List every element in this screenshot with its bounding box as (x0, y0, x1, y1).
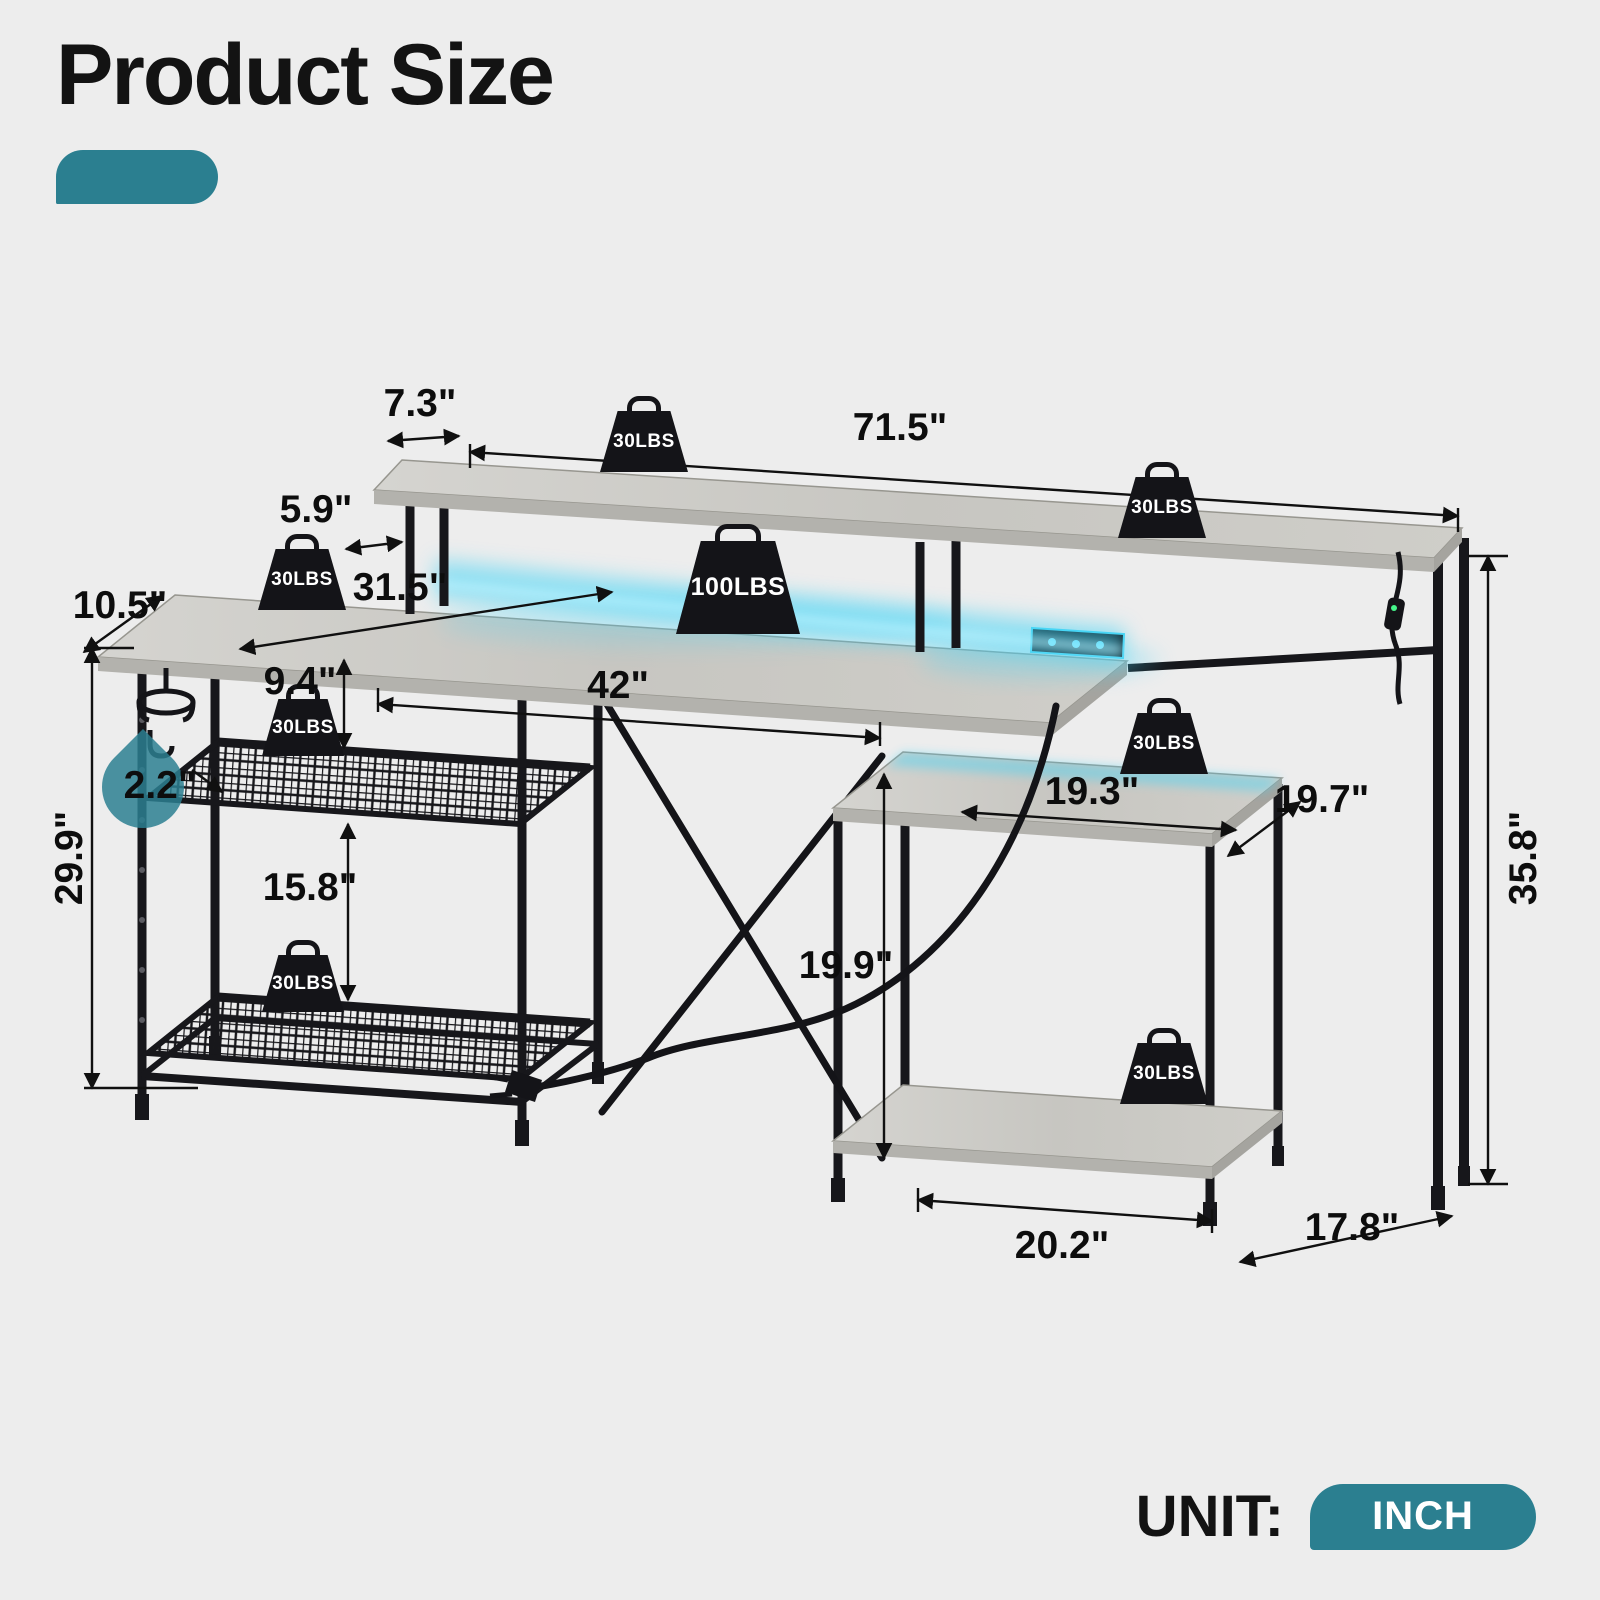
weight-handle (1147, 698, 1181, 713)
weight-block-shelf-upper: 30LBS (262, 684, 344, 756)
weight-label: 30LBS (1133, 1062, 1195, 1084)
weight-label: 30LBS (1133, 732, 1195, 754)
dim-right-clearance: 19.9" (798, 944, 894, 987)
dim-right-shelf-depth: 19.7" (1274, 778, 1370, 821)
weight-handle (627, 396, 661, 411)
unit-value: INCH (1372, 1494, 1474, 1538)
unit-value-pill: INCH (1310, 1483, 1536, 1550)
led-controller-icon (1384, 551, 1405, 705)
unit-row: UNIT: INCH (1136, 1483, 1536, 1550)
dim-total-height: 35.8" (1502, 810, 1545, 906)
weight-label: 30LBS (613, 430, 675, 452)
dim-riser-length: 71.5" (852, 406, 948, 449)
dim-left-height: 29.9" (48, 810, 91, 906)
weight-block-left-desk: 30LBS (258, 534, 346, 610)
cup-holder-icon (136, 668, 196, 723)
dim-bottom-shelf-length: 20.2" (1014, 1224, 1110, 1267)
weight-label: 30LBS (1131, 496, 1193, 518)
teal-leaf-decoration (56, 150, 218, 204)
weight-handle (715, 524, 761, 541)
right-end-frame (1127, 538, 1470, 1210)
weight-handle (286, 940, 320, 955)
right-storage-unit (831, 751, 1284, 1179)
dim-riser-height: 5.9" (279, 488, 353, 531)
weight-block-shelf-lower: 30LBS (262, 940, 344, 1012)
power-plug-icon (485, 1070, 542, 1102)
dim-shelf-gap-upper: 9.4" (263, 660, 337, 703)
weight-block-right-bottom: 30LBS (1120, 1028, 1208, 1104)
dim-panel-thickness: 2.2" (123, 764, 197, 807)
dim-left-edge-depth: 10.5" (72, 584, 168, 627)
weight-block-main-desk: 100LBS (676, 524, 800, 634)
weight-handle (286, 684, 320, 699)
dimension-lines (82, 428, 1508, 1268)
weight-block-riser-left: 30LBS (600, 396, 688, 472)
weight-block-right-top: 30LBS (1120, 698, 1208, 774)
dim-riser-depth: 7.3" (383, 382, 457, 425)
dim-bottom-shelf-depth: 17.8" (1304, 1206, 1400, 1249)
unit-label: UNIT: (1135, 1484, 1284, 1549)
dim-desk-length: 42" (587, 664, 649, 707)
power-cord (485, 702, 1060, 1102)
dim-right-shelf-length: 19.3" (1044, 770, 1140, 813)
weight-label: 30LBS (272, 716, 334, 738)
dim-left-top-length: 31.5" (352, 566, 448, 609)
weight-handle (1145, 462, 1179, 477)
page-title: Product Size (56, 27, 555, 123)
weight-label: 30LBS (272, 972, 334, 994)
dim-shelf-gap-lower: 15.8" (262, 866, 358, 909)
weight-handle (285, 534, 319, 549)
weight-label: 100LBS (690, 573, 786, 601)
weight-handle (1147, 1028, 1181, 1043)
weight-block-riser-right: 30LBS (1118, 462, 1206, 538)
weight-label: 30LBS (271, 568, 333, 590)
